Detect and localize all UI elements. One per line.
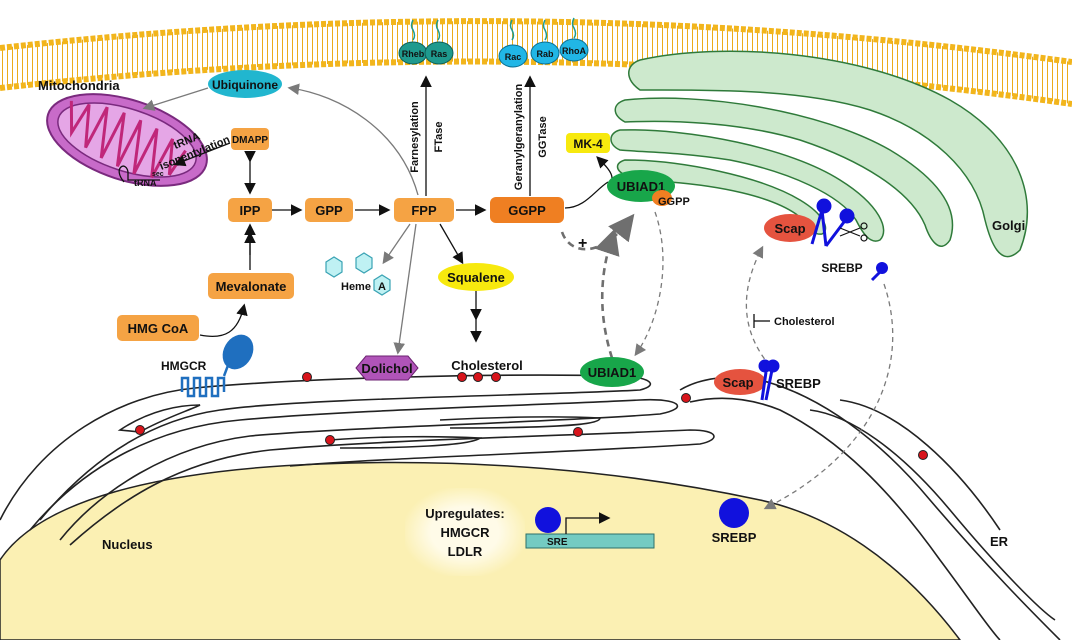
golgi-apparatus bbox=[610, 50, 1029, 258]
srebp-golgi-icon bbox=[810, 198, 855, 247]
ras-label: Ras bbox=[431, 49, 448, 59]
ubiad1-er-node bbox=[580, 357, 644, 387]
ubiquinone-to-mito-arrow bbox=[142, 87, 209, 111]
rhoa-label: RhoA bbox=[562, 46, 586, 56]
ubiad1-golgi-label: UBIAD1 bbox=[617, 179, 665, 194]
scap-golgi-node bbox=[764, 214, 816, 242]
gpp-node bbox=[305, 198, 353, 222]
golgi-label: Golgi bbox=[992, 218, 1025, 233]
trna-icon bbox=[118, 165, 160, 183]
fpp-to-ubiquinone-arrow bbox=[287, 83, 419, 196]
srebp-cleaved-icon bbox=[870, 262, 888, 282]
dolichol-node bbox=[355, 355, 419, 381]
ubiad1-ggpp-label: GGPP bbox=[658, 196, 690, 208]
ggpp-label: GGPP bbox=[508, 203, 546, 218]
fpp-to-dolichol-arrow bbox=[393, 223, 417, 355]
nucleus-label: Nucleus bbox=[102, 537, 153, 552]
ggpp-stimulates-ubiad1-arrow bbox=[560, 213, 635, 251]
gpp-label: GPP bbox=[315, 203, 343, 218]
plasma-membrane bbox=[0, 18, 1072, 107]
scap-er-to-golgi-arrow bbox=[745, 245, 771, 367]
fpp-to-heme-arrow bbox=[382, 223, 411, 265]
fpp-node bbox=[394, 198, 454, 222]
hmgcoa-label: HMG CoA bbox=[128, 321, 189, 336]
rab-label: Rab bbox=[536, 49, 554, 59]
upregulates-ldlr: LDLR bbox=[447, 543, 483, 559]
scap-golgi-label: Scap bbox=[774, 221, 805, 236]
heme-a-icon bbox=[325, 252, 391, 296]
upregulates-title: Upregulates: bbox=[425, 505, 505, 521]
mk4-label: MK-4 bbox=[573, 137, 603, 151]
squalene-node bbox=[438, 263, 514, 291]
endoplasmic-reticulum bbox=[0, 374, 1061, 640]
srebp-golgi-label: SREBP bbox=[821, 261, 862, 275]
sre-dna-box bbox=[525, 533, 655, 549]
transcription-arrow bbox=[565, 512, 611, 534]
dmapp-node bbox=[231, 128, 269, 150]
scap-er-label: Scap bbox=[722, 375, 753, 390]
squalene-label: Squalene bbox=[447, 270, 505, 285]
sre-label: SRE bbox=[547, 537, 568, 548]
ipp-label: IPP bbox=[240, 203, 261, 218]
srebp-to-nucleus-arrow bbox=[763, 283, 894, 510]
plus-sign: + bbox=[578, 235, 587, 252]
trna-sec-sup: sec bbox=[152, 171, 164, 178]
srebp-bound-icon bbox=[535, 507, 561, 533]
er-label: ER bbox=[990, 534, 1009, 549]
hmgcr-label: HMGCR bbox=[161, 359, 207, 373]
ubiad1-ggpp-dot bbox=[652, 190, 672, 206]
mevalonate-node bbox=[208, 273, 294, 299]
srebp-er-icon bbox=[758, 359, 780, 401]
ggpp-to-ubiad1-line bbox=[564, 181, 609, 209]
ubiad1-er-label: UBIAD1 bbox=[588, 365, 636, 380]
srebp-nucleus-icon bbox=[719, 498, 749, 528]
upregulates-hmgcr: HMGCR bbox=[440, 524, 490, 540]
trna-isopentylation-arrow bbox=[173, 142, 231, 167]
heme-label: Heme bbox=[341, 281, 371, 293]
hmgcoa-node bbox=[117, 315, 199, 341]
ipp-node bbox=[228, 198, 272, 222]
scap-er-node bbox=[714, 369, 766, 395]
dolichol-label: Dolichol bbox=[361, 361, 412, 376]
fpp-label: FPP bbox=[411, 203, 437, 218]
ftase-label: FTase bbox=[433, 122, 445, 153]
trna-sec-label: tRNA bbox=[134, 178, 157, 188]
scissors-icon bbox=[839, 222, 868, 242]
er-red-dots bbox=[135, 372, 928, 460]
heme-a-letter: A bbox=[378, 281, 386, 293]
ggpp-node bbox=[490, 197, 564, 223]
rac-label: Rac bbox=[505, 52, 522, 62]
fpp-to-squalene-arrow bbox=[439, 223, 464, 265]
hmgcoa-to-mevalonate-arrow bbox=[199, 303, 248, 338]
ubiad1-er-to-golgi-arrow bbox=[594, 228, 620, 359]
ggtase-label: GGTase bbox=[537, 116, 549, 157]
ubiquinone-node bbox=[208, 70, 282, 98]
geranylgeranylated-proteins bbox=[498, 17, 589, 68]
mk4-node bbox=[566, 133, 610, 153]
cholesterol-label: Cholesterol bbox=[451, 358, 523, 373]
rheb-label: Rheb bbox=[402, 49, 425, 59]
ubiad1-golgi-to-er-arrow bbox=[634, 211, 664, 357]
upregulates-box: Upregulates: HMGCR LDLR bbox=[405, 488, 525, 576]
farnesylation-label: Farnesylation bbox=[409, 101, 421, 173]
cholesterol-inhibit-label: Cholesterol bbox=[774, 316, 835, 328]
ubiad1-to-mk4-arrow bbox=[596, 156, 613, 179]
srebp-er-label: SREBP bbox=[776, 376, 821, 391]
dmapp-label: DMAPP bbox=[232, 135, 268, 146]
mitochondria-label: Mitochondria bbox=[38, 78, 120, 93]
geranylgeranylation-label: Geranylgeranylation bbox=[513, 84, 525, 191]
ubiquinone-label: Ubiquinone bbox=[212, 78, 278, 92]
srebp-nucleus-label: SREBP bbox=[712, 530, 757, 545]
mitochondria bbox=[46, 93, 208, 187]
mevalonate-label: Mevalonate bbox=[216, 279, 287, 294]
farnesylated-proteins bbox=[398, 19, 454, 65]
hmgcr-protein-icon bbox=[180, 334, 254, 398]
